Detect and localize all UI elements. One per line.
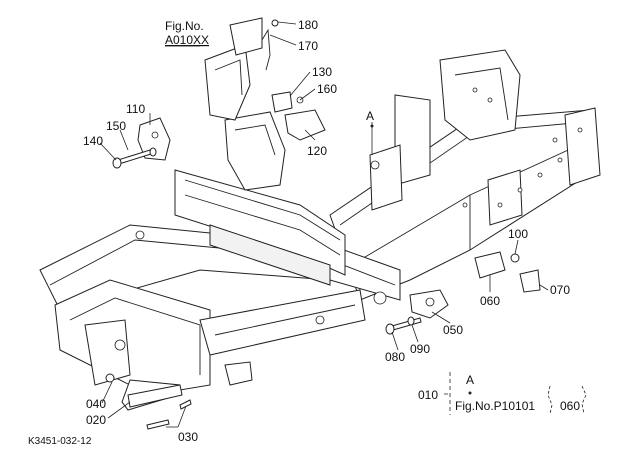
legend-letter: A [466, 373, 474, 387]
callout-140: 140 [83, 134, 103, 148]
callout-160: 160 [317, 82, 337, 96]
callout-070: 070 [550, 283, 570, 297]
drawing-id: K3451-032-12 [28, 436, 92, 447]
leader-lines [99, 21, 549, 428]
callout-060: 060 [480, 294, 500, 308]
reference-legend: 010 A Fig.No.P10101 060 [418, 372, 587, 415]
callout-180: 180 [298, 18, 318, 32]
legend-fig-ref: Fig.No.P10101 [455, 399, 535, 413]
callout-150: 150 [106, 119, 126, 133]
callout-030: 030 [178, 430, 198, 444]
callout-120: 120 [307, 144, 327, 158]
main-frame [39, 17, 601, 411]
legend-left-number: 010 [418, 388, 438, 402]
callouts: Fig.No. A010XX 180 170 130 160 110 150 1… [83, 18, 570, 444]
figure-ref-line2: A010XX [165, 33, 209, 47]
callout-040: 040 [86, 397, 106, 411]
callout-170: 170 [298, 39, 318, 53]
callout-100: 100 [508, 227, 528, 241]
callout-050: 050 [443, 323, 463, 337]
callout-130: 130 [312, 65, 332, 79]
callout-110: 110 [126, 102, 145, 116]
callout-020: 020 [86, 413, 106, 427]
callout-080: 080 [385, 350, 405, 364]
loose-parts [105, 19, 541, 430]
legend-right-number: 060 [560, 399, 580, 413]
callout-090: 090 [410, 342, 430, 356]
callout-a: A [366, 109, 374, 123]
figure-ref-line1: Fig.No. [165, 19, 204, 33]
